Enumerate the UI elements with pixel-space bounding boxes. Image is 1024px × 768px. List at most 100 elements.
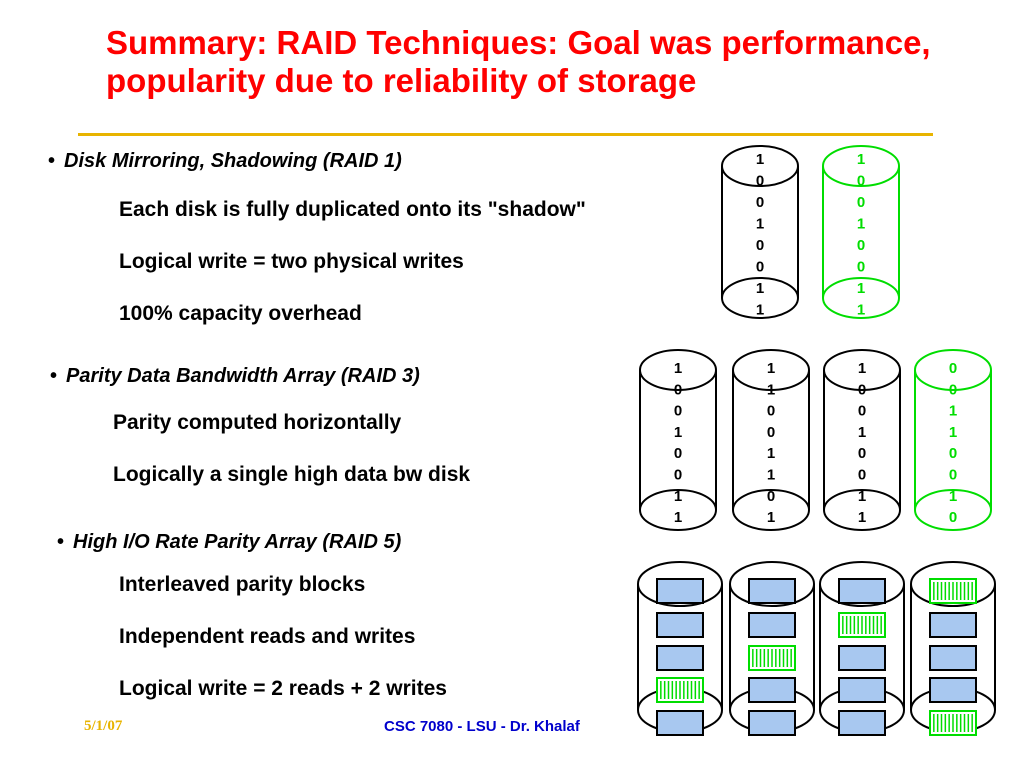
raid5-disk-3-data-block bbox=[838, 645, 886, 671]
raid5-disk-3-data-block bbox=[838, 578, 886, 604]
raid1-disk-1-bit: 1 bbox=[756, 280, 764, 297]
raid3-disk-2-body bbox=[732, 370, 810, 531]
raid1-disk-1-bit: 1 bbox=[756, 151, 764, 168]
raid5-disk-2-data-block bbox=[748, 677, 796, 703]
heading-raid5: High I/O Rate Parity Array (RAID 5) bbox=[73, 531, 402, 553]
raid3-disk-4-bit: 0 bbox=[949, 445, 957, 462]
bullet-raid5: • High I/O Rate Parity Array (RAID 5) bbox=[57, 531, 401, 554]
raid5-disk-4 bbox=[910, 561, 996, 736]
footer-course: CSC 7080 - LSU - Dr. Khalaf bbox=[384, 718, 580, 735]
raid3-disk-4-bit: 1 bbox=[949, 403, 957, 420]
raid3-disk-2-bit: 1 bbox=[767, 509, 775, 526]
raid3-disk-3-bit: 0 bbox=[858, 403, 866, 420]
raid3-disk-2-bit: 1 bbox=[767, 381, 775, 398]
raid5-disk-2-data-block bbox=[748, 710, 796, 736]
raid3-disk-1-bit: 0 bbox=[674, 445, 682, 462]
raid1-disk-1-top bbox=[721, 145, 799, 187]
raid3-point-1: Parity computed horizontally bbox=[113, 411, 402, 434]
raid3-disk-4-bit: 0 bbox=[949, 381, 957, 398]
raid3-disk-2-bit: 0 bbox=[767, 403, 775, 420]
bullet-raid3: •Parity Data Bandwidth Array (RAID 3) bbox=[50, 365, 420, 388]
raid5-disk-1 bbox=[637, 561, 723, 736]
raid3-disk-3-body bbox=[823, 370, 901, 531]
raid5-disk-1-data-block bbox=[656, 645, 704, 671]
raid1-disk-2-bit: 1 bbox=[857, 151, 865, 168]
raid5-disk-1-data-block bbox=[656, 710, 704, 736]
raid1-disk-1-bottom-arc bbox=[721, 277, 799, 299]
bullet-dot: • bbox=[48, 150, 56, 172]
raid3-disk-3-bit: 0 bbox=[858, 445, 866, 462]
raid1-disk-2-bit: 0 bbox=[857, 237, 865, 254]
raid3-disk-4-bit: 0 bbox=[949, 360, 957, 377]
raid3-disk-1-bit: 1 bbox=[674, 509, 682, 526]
raid3-disk-3-bottom-arc bbox=[823, 489, 901, 511]
raid1-disk-1: 1 0 0 1 0 0 1 1 bbox=[721, 145, 799, 319]
raid3-disk-4-bit: 1 bbox=[949, 424, 957, 441]
raid3-disk-4-bit: 0 bbox=[949, 467, 957, 484]
raid1-disk-1-bit: 0 bbox=[756, 173, 764, 190]
raid3-disk-1-bottom-arc bbox=[639, 489, 717, 511]
raid5-disk-1-data-block bbox=[656, 612, 704, 638]
raid1-disk-2-bit: 1 bbox=[857, 302, 865, 319]
raid1-disk-2-bit: 1 bbox=[857, 216, 865, 233]
raid3-disk-3-bit: 1 bbox=[858, 424, 866, 441]
raid3-disk-3-top bbox=[823, 349, 901, 391]
raid1-disk-2-bit: 0 bbox=[857, 259, 865, 276]
raid3-disk-2-bit: 0 bbox=[767, 488, 775, 505]
raid5-point-3: Logical write = 2 reads + 2 writes bbox=[119, 677, 447, 700]
raid3-disk-2-bit: 1 bbox=[767, 360, 775, 377]
raid3-disk-4-bottom-arc bbox=[914, 489, 992, 511]
raid1-disk-2-bit: 0 bbox=[857, 194, 865, 211]
raid3-disk-1-bit: 0 bbox=[674, 403, 682, 420]
heading-raid1: Disk Mirroring, Shadowing (RAID 1) bbox=[64, 150, 402, 172]
raid3-disk-3-bit: 1 bbox=[858, 509, 866, 526]
raid3-disk-1-bit: 0 bbox=[674, 467, 682, 484]
raid5-disk-1-data-block bbox=[656, 578, 704, 604]
raid3-disk-3-bit: 0 bbox=[858, 381, 866, 398]
raid1-disk-2-bit: 1 bbox=[857, 280, 865, 297]
raid3-point-2: Logically a single high data bw disk bbox=[113, 463, 471, 486]
footer-date: 5/1/07 bbox=[84, 718, 123, 734]
bullet-dot: • bbox=[50, 365, 58, 387]
raid3-disk-3-bit: 1 bbox=[858, 360, 866, 377]
raid3-disk-2-bit: 1 bbox=[767, 445, 775, 462]
raid3-disk-4-body bbox=[914, 370, 992, 531]
raid1-point-3: 100% capacity overhead bbox=[119, 302, 362, 325]
raid5-disk-3 bbox=[819, 561, 905, 736]
raid1-disk-1-bit: 0 bbox=[756, 259, 764, 276]
raid1-disk-2-bottom-arc bbox=[822, 277, 900, 299]
raid1-disk-1-bit: 1 bbox=[756, 216, 764, 233]
raid5-disk-3-data-block bbox=[838, 710, 886, 736]
raid3-disk-2-bit: 0 bbox=[767, 424, 775, 441]
bullet-dot: • bbox=[57, 531, 65, 553]
raid5-disk-2 bbox=[729, 561, 815, 736]
raid3-disk-2-bottom-arc bbox=[732, 489, 810, 511]
raid5-point-2: Independent reads and writes bbox=[119, 625, 416, 648]
raid1-disk-1-bit: 0 bbox=[756, 237, 764, 254]
raid3-disk-1-bit: 0 bbox=[674, 381, 682, 398]
raid1-point-2: Logical write = two physical writes bbox=[119, 250, 464, 273]
raid3-disk-4-top bbox=[914, 349, 992, 391]
slide-title: Summary: RAID Techniques: Goal was perfo… bbox=[106, 24, 931, 99]
raid1-disk-1-bit: 1 bbox=[756, 302, 764, 319]
raid1-point-1: Each disk is fully duplicated onto its "… bbox=[119, 198, 586, 221]
raid3-disk-2: 1 1 0 0 1 1 0 1 bbox=[732, 349, 810, 531]
raid3-disk-2-bit: 1 bbox=[767, 467, 775, 484]
raid5-disk-2-data-block bbox=[748, 612, 796, 638]
raid3-disk-1-bit: 1 bbox=[674, 424, 682, 441]
raid1-disk-1-bit: 0 bbox=[756, 194, 764, 211]
raid3-disk-3-bit: 0 bbox=[858, 467, 866, 484]
title-divider bbox=[78, 133, 933, 136]
raid3-disk-1-bit: 1 bbox=[674, 360, 682, 377]
raid5-disk-4-data-block bbox=[929, 677, 977, 703]
raid5-disk-4-data-block bbox=[929, 645, 977, 671]
raid5-disk-4-data-block bbox=[929, 612, 977, 638]
raid5-disk-2-data-block bbox=[748, 578, 796, 604]
raid3-disk-4-bit: 0 bbox=[949, 509, 957, 526]
raid3-disk-1-body bbox=[639, 370, 717, 531]
